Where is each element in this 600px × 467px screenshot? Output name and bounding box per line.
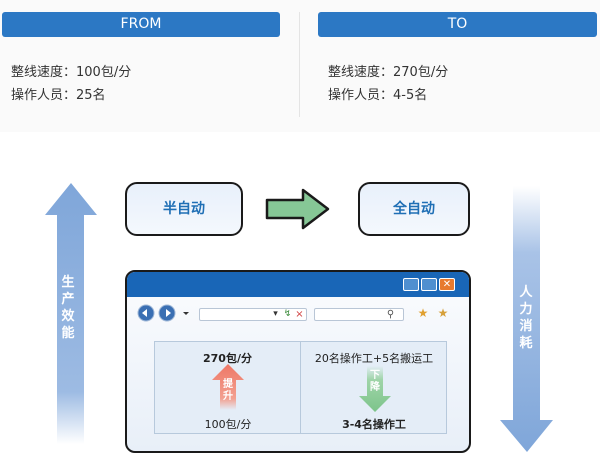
decrease-label: 下 降 <box>368 370 382 394</box>
speed-before: 100包/分 <box>204 418 252 431</box>
char: 耗 <box>519 336 533 351</box>
char: 降 <box>370 382 380 393</box>
browser-window: ✕ ▾ ↯ × ⚲ ★ ★ 270包/分 提 升 100包/分 20名操作工+5… <box>125 270 471 453</box>
search-icon[interactable]: ⚲ <box>386 309 395 320</box>
staff-after: 3-4名操作工 <box>342 418 406 431</box>
title-bar: ✕ <box>127 272 469 297</box>
right-arrow-icon <box>265 188 330 230</box>
speed-after: 270包/分 <box>203 352 252 365</box>
increase-label: 提 升 <box>221 379 235 403</box>
char: 人 <box>519 285 533 300</box>
comparison-table: 270包/分 提 升 100包/分 20名操作工+5名搬运工 下 降 3-4名操… <box>154 341 447 434</box>
efficiency-label: 生 产 效 能 <box>60 274 76 342</box>
refresh-icon[interactable]: ↯ <box>283 309 292 319</box>
add-favorite-icon[interactable]: ★ <box>437 307 449 320</box>
close-button[interactable]: ✕ <box>439 278 455 291</box>
stop-icon[interactable]: × <box>295 309 304 320</box>
labor-label: 人 力 消 耗 <box>518 284 534 352</box>
char: 产 <box>61 292 75 307</box>
favorites-star-icon[interactable]: ★ <box>417 307 429 320</box>
minimize-button[interactable] <box>403 278 419 291</box>
char: 消 <box>519 319 533 334</box>
back-icon[interactable] <box>137 304 155 322</box>
dropdown-icon[interactable]: ▾ <box>273 309 278 319</box>
char: 生 <box>61 275 75 290</box>
char: 提 <box>223 379 233 390</box>
labor-down-arrow <box>500 186 553 452</box>
staff-cell: 20名操作工+5名搬运工 下 降 3-4名操作工 <box>301 342 447 433</box>
from-speed: 整线速度：100包/分 <box>11 65 132 80</box>
speed-cell: 270包/分 提 升 100包/分 <box>155 342 301 433</box>
char: 下 <box>370 370 380 381</box>
nav-buttons <box>137 304 189 322</box>
forward-icon[interactable] <box>158 304 176 322</box>
address-input[interactable] <box>199 308 307 321</box>
char: 升 <box>223 391 233 402</box>
char: 能 <box>61 326 75 341</box>
char: 效 <box>61 309 75 324</box>
char: 力 <box>519 302 533 317</box>
full-auto-box: 全自动 <box>358 182 470 236</box>
from-staff: 操作人员：25名 <box>11 88 106 103</box>
efficiency-up-arrow <box>45 183 97 444</box>
decrease-arrow <box>359 366 391 412</box>
chevron-down-icon[interactable] <box>183 312 189 315</box>
semi-auto-box: 半自动 <box>125 182 243 236</box>
increase-arrow <box>212 364 244 410</box>
to-staff: 操作人员：4-5名 <box>328 88 428 103</box>
from-header: FROM <box>2 12 280 37</box>
maximize-button[interactable] <box>421 278 437 291</box>
to-speed: 整线速度：270包/分 <box>328 65 449 80</box>
to-header: TO <box>318 12 597 37</box>
staff-before: 20名操作工+5名搬运工 <box>314 352 434 365</box>
search-input[interactable] <box>314 308 404 321</box>
divider <box>299 12 300 117</box>
